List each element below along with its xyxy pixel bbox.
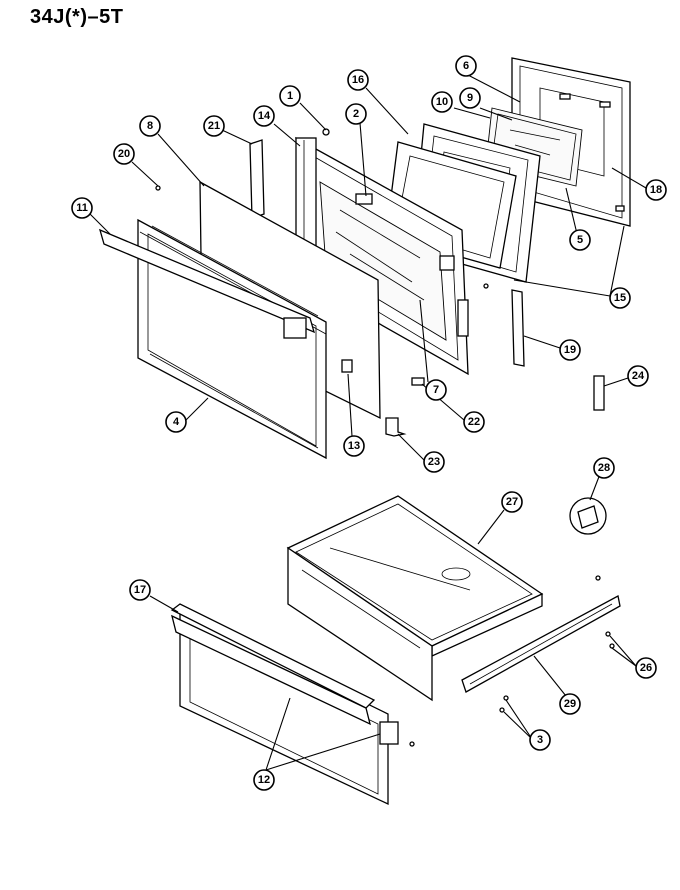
callout-9: 9 — [459, 87, 481, 109]
callout-3: 3 — [529, 729, 551, 751]
svg-text:12: 12 — [258, 774, 270, 786]
slide-bracket-detail — [569, 497, 607, 535]
drawer-slide-rail — [461, 595, 621, 693]
svg-text:22: 22 — [468, 416, 480, 428]
clip-13 — [341, 359, 353, 373]
callout-11: 11 — [71, 197, 93, 219]
svg-text:9: 9 — [467, 92, 473, 104]
screw-20 — [155, 185, 161, 191]
callout-6: 6 — [455, 55, 477, 77]
callout-28: 28 — [593, 457, 615, 479]
svg-text:28: 28 — [598, 462, 610, 474]
door-main-frame — [295, 136, 469, 376]
drawer-screw — [409, 741, 415, 747]
screw-26a — [605, 631, 611, 637]
callout-12: 12 — [253, 769, 275, 791]
clip-22 — [411, 377, 425, 386]
svg-text:8: 8 — [147, 120, 153, 132]
svg-text:10: 10 — [436, 96, 448, 108]
svg-text:26: 26 — [640, 662, 652, 674]
svg-text:3: 3 — [537, 734, 543, 746]
callout-23: 23 — [423, 451, 445, 473]
screw-3a — [503, 695, 509, 701]
svg-text:5: 5 — [577, 234, 583, 246]
callout-21: 21 — [203, 115, 225, 137]
callout-8: 8 — [139, 115, 161, 137]
bracket-23 — [385, 417, 407, 437]
callout-26: 26 — [635, 657, 657, 679]
svg-text:2: 2 — [353, 108, 359, 120]
svg-text:21: 21 — [208, 120, 220, 132]
svg-text:17: 17 — [134, 584, 146, 596]
callout-5: 5 — [569, 229, 591, 251]
screw-15 — [483, 283, 489, 289]
svg-text:15: 15 — [614, 292, 626, 304]
model-code: 34J(*)–5T — [30, 6, 124, 28]
callout-27: 27 — [501, 491, 523, 513]
drawer-front-panel — [170, 603, 389, 806]
callout-15: 15 — [609, 287, 631, 309]
svg-text:4: 4 — [173, 416, 180, 428]
door-trim-strip — [249, 139, 265, 219]
door-handle-bar — [99, 228, 315, 334]
callout-2: 2 — [345, 103, 367, 125]
callout-18: 18 — [645, 179, 667, 201]
svg-text:16: 16 — [352, 74, 364, 86]
drawer-pan — [286, 495, 544, 702]
svg-text:18: 18 — [650, 184, 662, 196]
callout-19: 19 — [559, 339, 581, 361]
svg-text:27: 27 — [506, 496, 518, 508]
callout-29: 29 — [559, 693, 581, 715]
screw-1 — [322, 128, 330, 136]
svg-text:20: 20 — [118, 148, 130, 160]
channel-19 — [511, 289, 525, 367]
leader-lines — [89, 73, 647, 771]
outer-door-panel — [137, 218, 327, 460]
callout-17: 17 — [129, 579, 151, 601]
svg-text:1: 1 — [287, 90, 293, 102]
callout-24: 24 — [627, 365, 649, 387]
svg-text:23: 23 — [428, 456, 440, 468]
svg-text:29: 29 — [564, 698, 576, 710]
svg-text:14: 14 — [258, 110, 271, 122]
drawer-bracket — [379, 721, 399, 745]
screw-26b — [609, 643, 615, 649]
svg-text:19: 19 — [564, 344, 576, 356]
svg-text:13: 13 — [348, 440, 360, 452]
callout-20: 20 — [113, 143, 135, 165]
hinge-24 — [593, 375, 605, 411]
callout-14: 14 — [253, 105, 275, 127]
callout-7: 7 — [425, 379, 447, 401]
callout-1: 1 — [279, 85, 301, 107]
callout-16: 16 — [347, 69, 369, 91]
callout-22: 22 — [463, 411, 485, 433]
callout-13: 13 — [343, 435, 365, 457]
callout-10: 10 — [431, 91, 453, 113]
screw-28 — [595, 575, 601, 581]
svg-text:7: 7 — [433, 384, 439, 396]
hinge-bracket — [283, 317, 307, 339]
callout-4: 4 — [165, 411, 187, 433]
svg-text:11: 11 — [76, 202, 88, 214]
svg-text:6: 6 — [463, 60, 469, 72]
svg-text:24: 24 — [632, 370, 645, 382]
screw-3b — [499, 707, 505, 713]
